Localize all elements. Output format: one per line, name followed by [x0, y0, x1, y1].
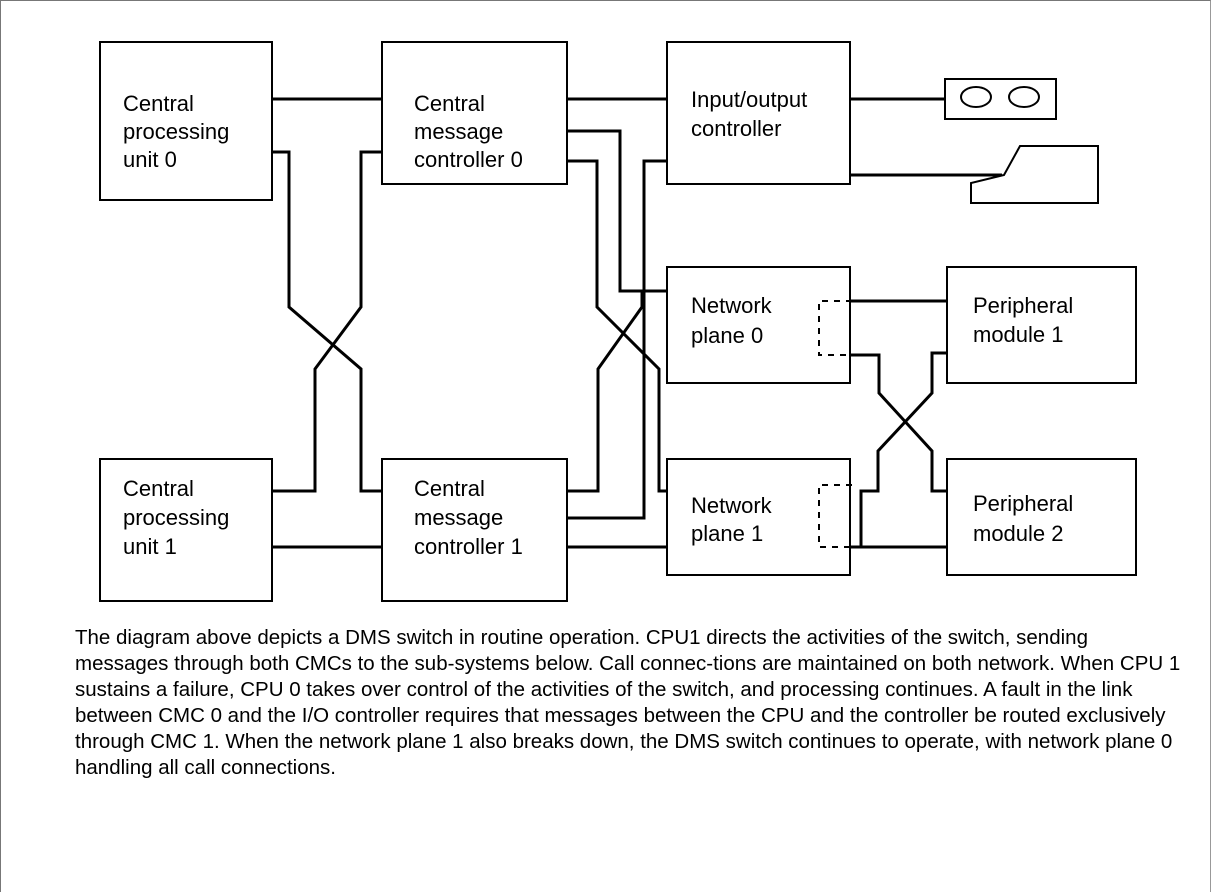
svg-text:unit 0: unit 0: [123, 147, 177, 172]
svg-text:module 2: module 2: [973, 521, 1064, 546]
block-cpu1: Central processing unit 1: [99, 458, 273, 602]
svg-text:plane 0: plane 0: [691, 323, 763, 348]
tape-drive-icon: [944, 78, 1057, 120]
dms-switch-diagram: Central processing unit 0 Central messag…: [99, 41, 1137, 602]
block-peripheral-module-2: Peripheral module 2: [946, 458, 1137, 576]
np1-dashed-marker: [818, 484, 852, 548]
svg-text:message: message: [414, 505, 503, 530]
svg-text:plane 1: plane 1: [691, 521, 763, 546]
block-io-controller: Input/output controller: [666, 41, 851, 185]
wire-cmc1-np0: [567, 291, 644, 493]
svg-text:Central: Central: [414, 91, 485, 116]
svg-text:Central: Central: [123, 476, 194, 501]
svg-text:processing: processing: [123, 505, 229, 530]
svg-text:Peripheral: Peripheral: [973, 293, 1073, 318]
block-network-plane-1: Network plane 1: [666, 458, 851, 576]
connection-lines: [272, 97, 1002, 549]
svg-text:Peripheral: Peripheral: [973, 491, 1073, 516]
svg-text:unit 1: unit 1: [123, 534, 177, 559]
svg-text:controller: controller: [691, 116, 781, 141]
block-network-plane-0: Network plane 0: [666, 266, 851, 384]
diagram-caption: The diagram above depicts a DMS switch i…: [75, 626, 1181, 779]
svg-text:processing: processing: [123, 119, 229, 144]
svg-text:controller 0: controller 0: [414, 147, 523, 172]
wire-cpu0-cmc1-cross: [272, 150, 382, 493]
wire-cmc0-np1: [567, 159, 667, 493]
block-cmc1: Central message controller 1: [381, 458, 568, 602]
terminal-icon: [970, 145, 1099, 204]
svg-text:Network: Network: [691, 293, 773, 318]
block-cmc0: Central message controller 0: [381, 41, 568, 185]
svg-text:Central: Central: [414, 476, 485, 501]
wire-cpu1-cmc0-cross: [272, 150, 382, 493]
svg-text:Network: Network: [691, 493, 773, 518]
wire-cmc1-ioc: [567, 159, 667, 520]
svg-text:Central: Central: [123, 91, 194, 116]
svg-text:Input/output: Input/output: [691, 87, 807, 112]
wire-cmc0-np0: [567, 129, 667, 293]
block-cpu0: Central processing unit 0: [99, 41, 273, 201]
wire-np1-pm1-cross: [850, 351, 947, 549]
block-peripheral-module-1: Peripheral module 1: [946, 266, 1137, 384]
np0-dashed-marker: [818, 300, 852, 356]
svg-text:message: message: [414, 119, 503, 144]
svg-text:controller 1: controller 1: [414, 534, 523, 559]
svg-text:module 1: module 1: [973, 322, 1064, 347]
